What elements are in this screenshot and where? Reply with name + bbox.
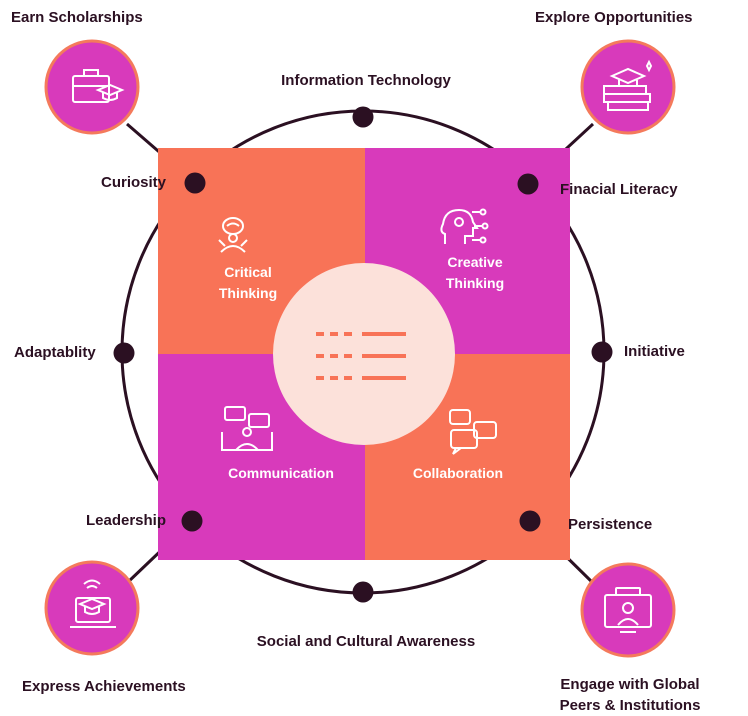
creative-thinking-label: Creative Thinking xyxy=(446,252,504,294)
label-finacial-literacy: Finacial Literacy xyxy=(560,181,678,198)
label-social-cultural-awareness: Social and Cultural Awareness xyxy=(256,633,476,650)
collaboration-label: Collaboration xyxy=(413,463,503,484)
creative-thinking-line1: Creative xyxy=(447,254,503,270)
menu-list-icon xyxy=(316,332,406,380)
label-adaptablity: Adaptablity xyxy=(14,344,96,361)
label-information-technology: Information Technology xyxy=(281,72,451,89)
label-initiative: Initiative xyxy=(624,343,685,360)
communication-text: Communication xyxy=(228,465,334,481)
label-leadership: Leadership xyxy=(85,512,166,529)
critical-thinking-line2: Thinking xyxy=(218,285,278,301)
ring-node-right xyxy=(591,341,613,363)
head-gear-icon xyxy=(440,208,489,244)
briefcase-graduation-icon xyxy=(72,69,125,103)
collaboration-text: Collaboration xyxy=(412,465,504,481)
critical-thinking-label: Critical Thinking xyxy=(219,262,277,304)
ring-node-lower-right xyxy=(519,510,541,532)
ring-node-top xyxy=(352,106,374,128)
label-curiosity: Curiosity xyxy=(100,174,166,191)
ring-node-upper-right xyxy=(517,173,539,195)
label-engage-global-peers: Engage with Global Peers & Institutions xyxy=(560,674,701,716)
ring-node-lower-left xyxy=(181,510,203,532)
label-persistence: Persistence xyxy=(568,516,653,533)
creative-thinking-line2: Thinking xyxy=(445,275,505,291)
label-earn-scholarships: Earn Scholarships xyxy=(11,9,143,26)
ring-node-bottom xyxy=(352,581,374,603)
books-graduation-cap-icon xyxy=(603,59,653,111)
label-express-achievements: Express Achievements xyxy=(22,678,186,695)
video-call-icon xyxy=(604,587,652,633)
ring-node-upper-left xyxy=(184,172,206,194)
communication-label: Communication xyxy=(228,463,334,484)
speech-bubbles-icon xyxy=(449,409,497,455)
brain-person-icon xyxy=(218,217,248,253)
critical-thinking-line1: Critical xyxy=(224,264,272,280)
ring-node-left xyxy=(113,342,135,364)
people-chat-icon xyxy=(221,406,273,451)
label-explore-opportunities: Explore Opportunities xyxy=(535,9,693,26)
laptop-graduation-cap-icon xyxy=(70,579,116,628)
engage-line1: Engage with Global xyxy=(560,676,700,693)
engage-line2: Peers & Institutions xyxy=(559,697,701,714)
badge-bottom-right xyxy=(580,562,676,658)
